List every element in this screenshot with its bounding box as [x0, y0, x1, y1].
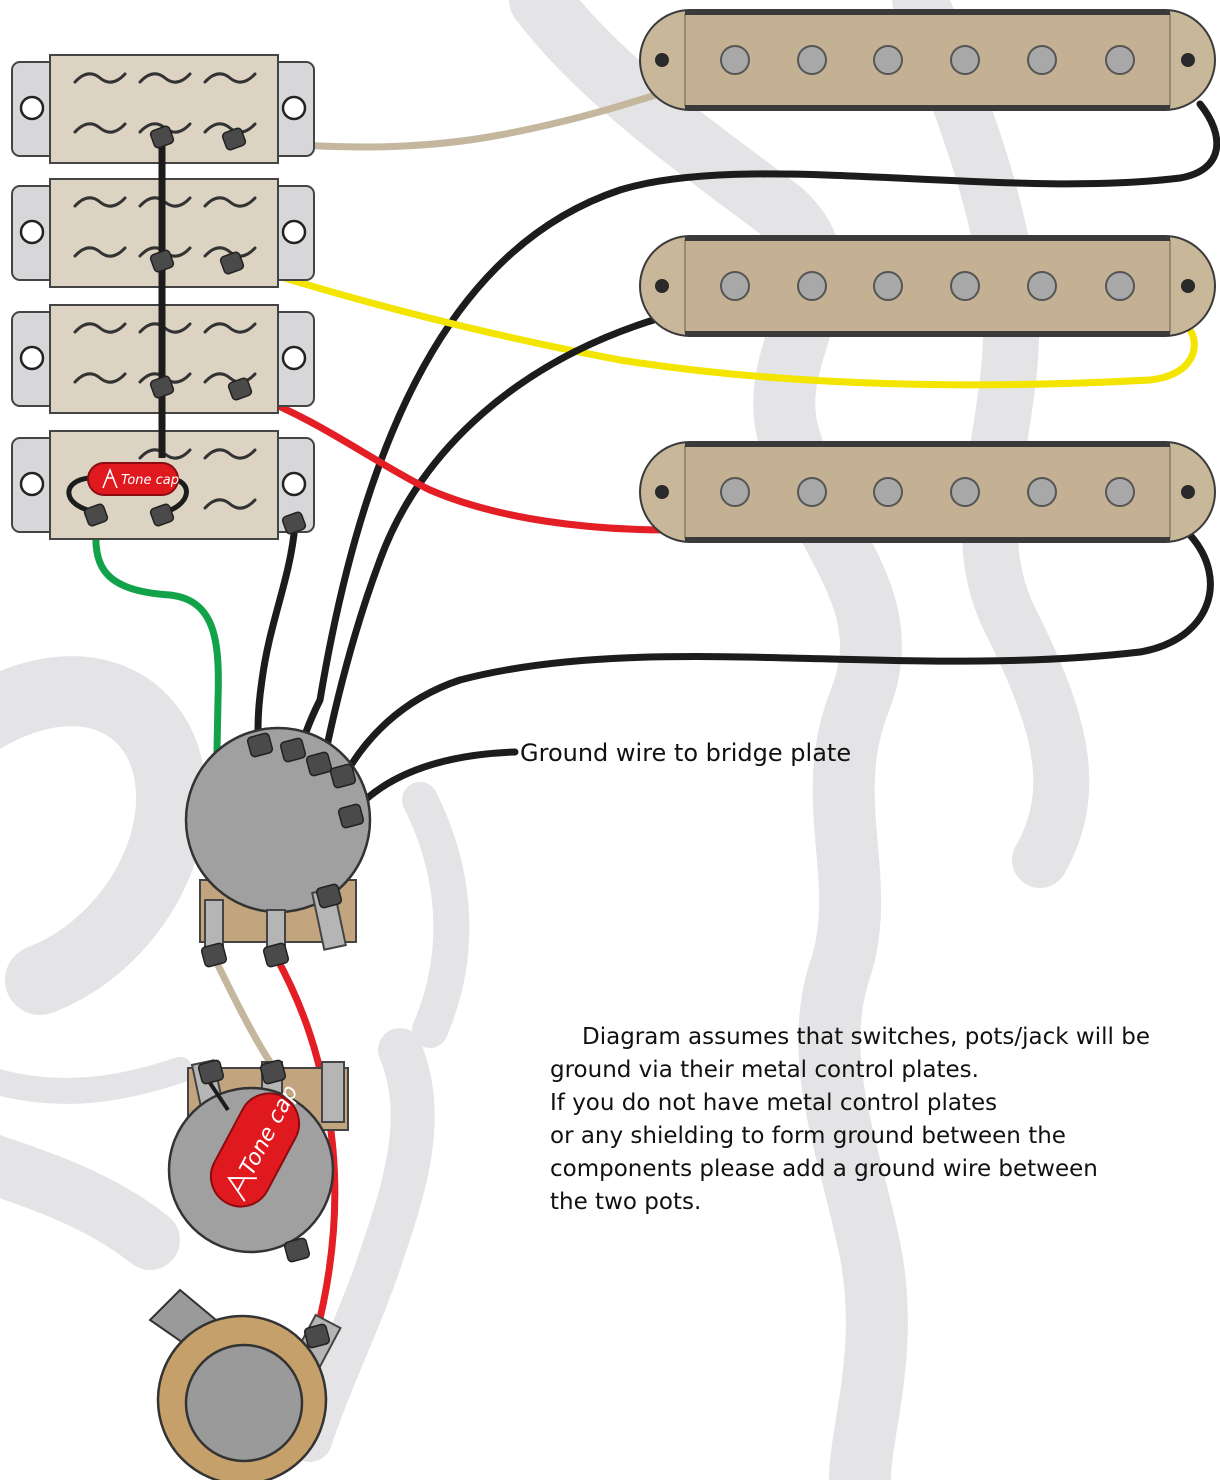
grounding-note: Diagram assumes that switches, pots/jack… — [550, 1024, 1150, 1215]
switch-solder-points — [83, 125, 307, 535]
wire-black-bridge-ground — [341, 531, 1214, 779]
tone-cap-small-label: Tone cap — [121, 473, 179, 488]
jack-solder-point — [303, 1323, 331, 1349]
wire-red-pot-to-jack — [271, 951, 339, 1339]
wire-red-bridge-pickup — [241, 388, 674, 534]
wire-black-middle-ground — [318, 314, 664, 774]
note-line-1: Diagram assumes that switches, pots/jack… — [582, 1024, 1150, 1050]
tone-cap-large-logo-icon — [227, 1177, 257, 1202]
bg-squiggle-2 — [892, 0, 1090, 888]
bg-bottom-left — [0, 1135, 180, 1270]
note-line-4: or any shielding to form ground between … — [550, 1123, 1066, 1149]
tone-cap-logo-icon — [102, 467, 118, 489]
ground-wire-label: Ground wire to bridge plate — [520, 739, 851, 767]
note-line-6: the two pots. — [550, 1189, 701, 1215]
note-line-3: If you do not have metal control plates — [550, 1090, 997, 1116]
volume-pot-solder-points — [200, 732, 365, 968]
note-line-2: ground via their metal control plates. — [550, 1057, 979, 1083]
wires — [92, 80, 1220, 1339]
bg-ring-left — [0, 656, 207, 1015]
wire-yellow-middle-pickup — [236, 260, 1198, 389]
bg-squiggle-1 — [509, 0, 908, 1480]
bg-squiggle-4 — [402, 782, 470, 1048]
wire-black-switch-to-pot — [254, 521, 299, 749]
wire-tan-pot-to-pot — [209, 951, 276, 1069]
background-decoration — [0, 0, 1090, 1480]
wire-black-neck-ground — [294, 100, 1220, 764]
output-jack — [148, 1288, 342, 1480]
bg-arc-left — [0, 1057, 193, 1104]
pickup-middle — [639, 235, 1216, 337]
volume-pot — [184, 726, 372, 961]
wire-tan-neck-pickup — [236, 80, 694, 151]
pickup-neck — [639, 9, 1216, 111]
pickup-bridge — [639, 441, 1216, 543]
tone-pot-solder-points — [197, 1059, 311, 1263]
note-line-5: components please add a ground wire betw… — [550, 1156, 1098, 1182]
bg-squiggle-3 — [288, 1028, 435, 1462]
